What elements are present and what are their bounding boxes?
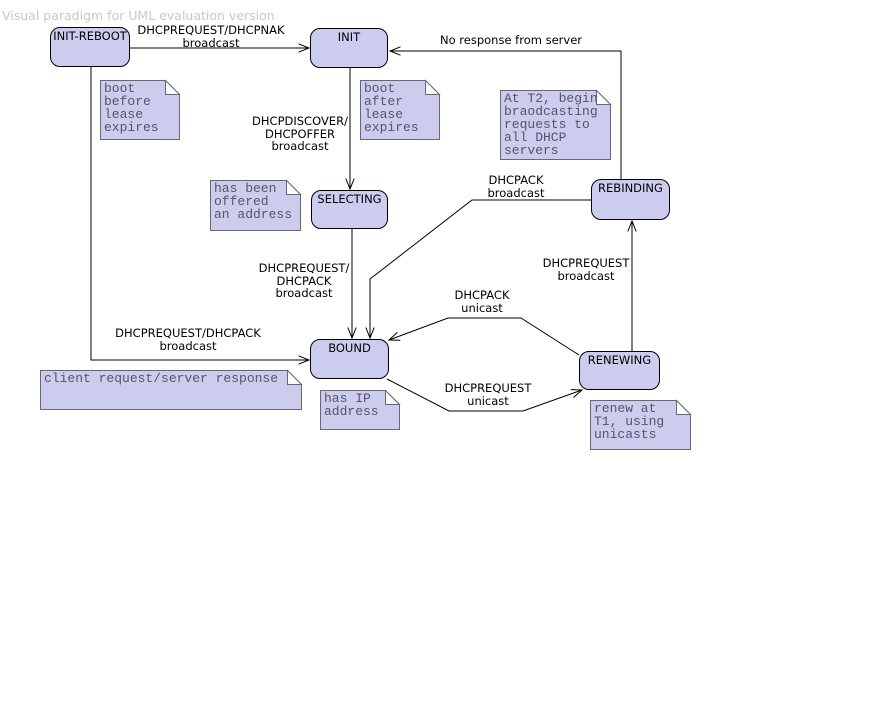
edge-label-dhcpdiscover-dhcpoffer[interactable]: DHCPDISCOVER/ DHCPOFFER broadcast bbox=[252, 114, 348, 153]
edge-rebinding-to-init[interactable] bbox=[388, 46, 622, 179]
note-has-been-offered-text: has been offered an address bbox=[214, 181, 293, 222]
note-boot-before-lease-text: boot before lease expires bbox=[104, 81, 159, 135]
edge-label-dhcpack-unicast[interactable]: DHCPACK unicast bbox=[454, 288, 510, 315]
note-at-t2-begin[interactable]: At T2, begin braodcasting requests to al… bbox=[500, 90, 610, 159]
edge-label-no-response[interactable]: No response from server bbox=[439, 33, 583, 47]
state-rebinding[interactable]: REBINDING bbox=[591, 179, 670, 220]
note-shape-client-request bbox=[40, 369, 303, 410]
state-init-reboot[interactable]: INIT-REBOOT bbox=[50, 27, 130, 67]
state-init[interactable]: INIT bbox=[310, 28, 388, 68]
edge-label-dhcprequest-dhcpack-mid[interactable]: DHCPREQUEST/ DHCPACK broadcast bbox=[258, 261, 350, 300]
edge-initreboot-to-bound[interactable] bbox=[90, 67, 311, 365]
note-boot-after-lease-text: boot after lease expires bbox=[364, 81, 419, 135]
note-shape-renew-at-t1 bbox=[590, 399, 692, 450]
note-at-t2-begin-text: At T2, begin braodcasting requests to al… bbox=[504, 91, 598, 158]
watermark-text: Visual paradigm for UML evaluation versi… bbox=[2, 8, 275, 23]
edge-label-dhcprequest-dhcpack-left[interactable]: DHCPREQUEST/DHCPACK broadcast bbox=[115, 326, 261, 353]
note-has-ip-address-text: has IP address bbox=[324, 391, 379, 419]
edge-bound-to-renewing[interactable] bbox=[386, 378, 584, 412]
edge-label-dhcprequest-dhcpnak[interactable]: DHCPREQUEST/DHCPNAK broadcast bbox=[137, 23, 285, 50]
note-boot-before-lease[interactable]: boot before lease expires bbox=[100, 80, 179, 139]
state-bound[interactable]: BOUND bbox=[310, 339, 389, 379]
note-renew-at-t1-text: renew at T1, using unicasts bbox=[594, 401, 665, 442]
note-has-ip-address[interactable]: has IP address bbox=[320, 390, 399, 429]
state-renewing-label: RENEWING bbox=[587, 353, 652, 367]
state-selecting[interactable]: SELECTING bbox=[311, 190, 388, 229]
note-shape-has-ip-address bbox=[320, 389, 401, 430]
note-shape-at-t2-begin bbox=[500, 89, 612, 160]
note-renew-at-t1[interactable]: renew at T1, using unicasts bbox=[590, 400, 690, 449]
state-renewing[interactable]: RENEWING bbox=[579, 351, 660, 390]
edge-label-dhcpack-broadcast[interactable]: DHCPACK broadcast bbox=[487, 173, 545, 200]
note-client-request-text: client request/server response bbox=[44, 371, 279, 386]
state-selecting-label: SELECTING bbox=[317, 192, 382, 206]
note-client-request[interactable]: client request/server response bbox=[40, 370, 301, 409]
state-bound-label: BOUND bbox=[328, 341, 371, 355]
note-has-been-offered[interactable]: has been offered an address bbox=[210, 180, 300, 230]
state-init-label: INIT bbox=[337, 30, 361, 44]
note-shape-boot-after-lease bbox=[360, 79, 441, 140]
edge-rebinding-to-bound[interactable] bbox=[365, 199, 591, 340]
edge-label-dhcprequest-unicast[interactable]: DHCPREQUEST unicast bbox=[444, 381, 532, 408]
note-shape-boot-before-lease bbox=[100, 79, 181, 140]
edge-renewing-to-bound[interactable] bbox=[387, 317, 580, 356]
edge-label-dhcprequest-broadcast[interactable]: DHCPREQUEST broadcast bbox=[542, 256, 630, 283]
state-init-reboot-label: INIT-REBOOT bbox=[53, 29, 127, 43]
note-boot-after-lease[interactable]: boot after lease expires bbox=[360, 80, 439, 139]
note-shape-has-been-offered bbox=[210, 179, 302, 231]
state-rebinding-label: REBINDING bbox=[598, 181, 663, 195]
